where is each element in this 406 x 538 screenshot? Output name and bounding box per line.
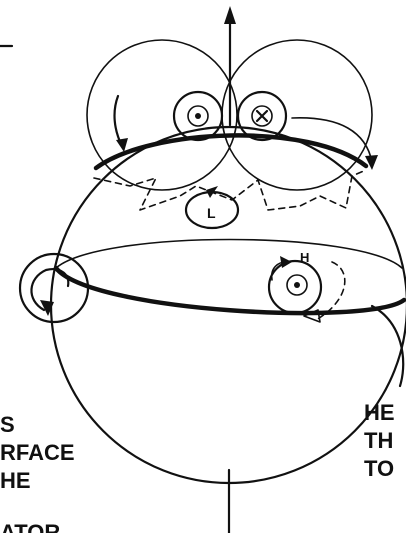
left-caption-line-4: ATOR [0,520,60,533]
loop-arrowhead-left-icon [116,138,128,152]
high-vortex-center-icon [294,282,300,288]
left-circulation-ring [20,254,88,322]
equator-front-arc [56,268,404,313]
dashed-boundary [94,170,366,210]
field-loop-left [87,40,237,190]
cross-in-icon [257,111,267,121]
right-edge-curve [372,306,403,386]
right-caption-line-3: TO [364,456,394,481]
loop-arrow-left-icon [115,96,122,146]
left-caption-line-3: HE [0,468,31,493]
equator-back-arc [56,240,402,269]
field-loop-right [222,40,372,190]
high-label: H [300,250,309,265]
low-label: L [207,205,216,221]
right-caption-line-2: TH [364,428,393,453]
right-caption-line-1: HE [364,400,395,425]
axis-arrow-icon [224,6,236,24]
left-caption-line-1: S [0,412,15,437]
high-vortex-arrowhead-icon [280,256,292,268]
left-caption-line-2: RFACE [0,440,75,465]
dot-out-icon [195,113,201,119]
